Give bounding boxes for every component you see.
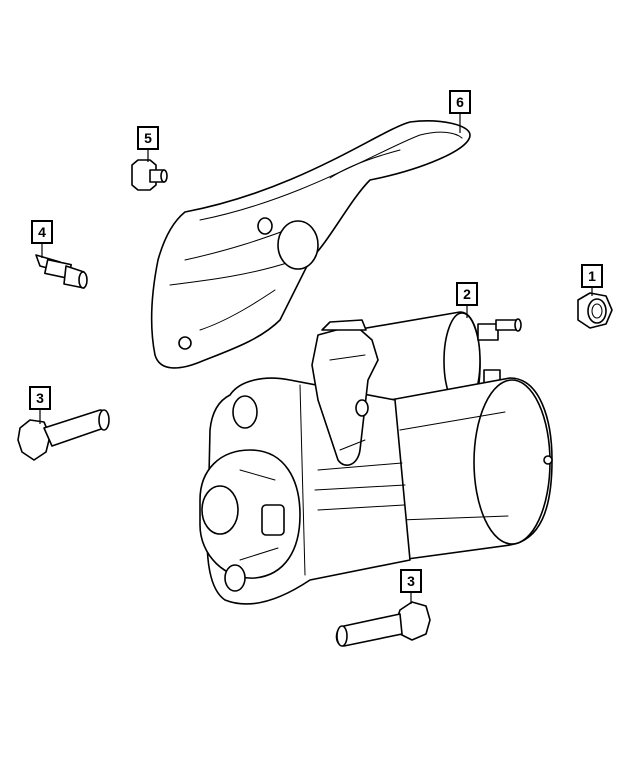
callout-6: 6 [449, 90, 471, 114]
callout-2: 2 [456, 282, 478, 306]
stud-part [35, 254, 88, 289]
callout-4: 4 [31, 220, 53, 244]
callout-5: 5 [137, 126, 159, 150]
stud-nut-part [131, 159, 168, 191]
callout-3-left: 3 [29, 386, 51, 410]
bolt-part-bottom [335, 601, 431, 647]
starter-motor-part [199, 311, 553, 605]
nut-part [577, 292, 613, 329]
callout-3-bottom: 3 [400, 569, 422, 593]
bolt-part-left [17, 409, 110, 461]
bracket-part [150, 120, 471, 369]
callout-1: 1 [581, 264, 603, 288]
